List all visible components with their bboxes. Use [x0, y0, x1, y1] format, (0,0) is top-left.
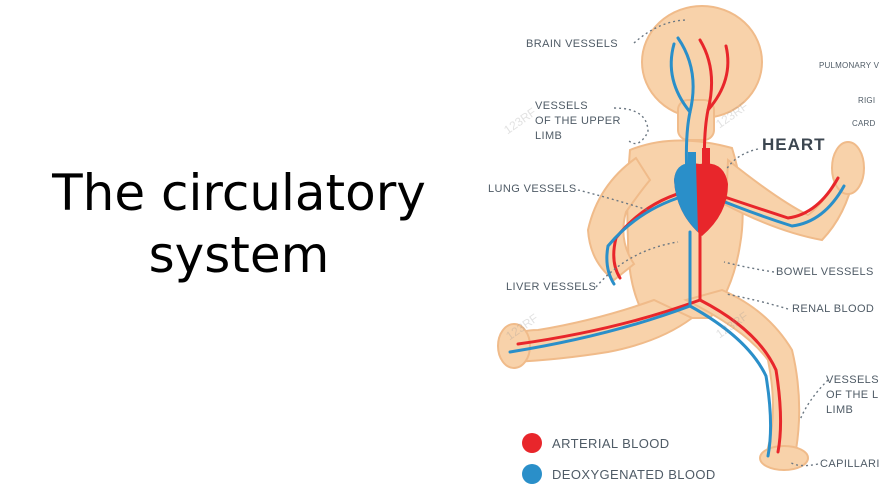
- label-capillaries: CAPILLARIE: [820, 458, 879, 470]
- title-line-1: The circulatory: [52, 164, 426, 222]
- label-pulmonary: PULMONARY V: [819, 61, 879, 70]
- label-lower-limb-line3: LIMB: [826, 404, 854, 416]
- label-upper-limb-line1: VESSELS: [535, 100, 588, 112]
- body-illustration: [497, 5, 865, 471]
- legend-arterial-label: ARTERIAL BLOOD: [552, 435, 670, 451]
- label-right: RIGI: [858, 96, 876, 105]
- label-lower-limb-line1: VESSELS: [826, 374, 879, 386]
- label-heart: HEART: [762, 135, 826, 154]
- leader-lines: [577, 19, 829, 467]
- title-line-2: system: [148, 226, 330, 284]
- circulatory-diagram: 123RF 123RF 123RF 123RF BRAIN VESSELS VE…: [478, 0, 879, 492]
- venous-vessels: [508, 36, 846, 458]
- body-silhouette: [497, 5, 865, 471]
- label-lung-vessels: LUNG VESSELS: [488, 183, 577, 195]
- arterial-blood-swatch: [522, 433, 542, 453]
- deoxygenated-blood-swatch: [522, 464, 542, 484]
- label-lower-limb-line2: OF THE L: [826, 389, 879, 401]
- label-upper-limb-line2: OF THE UPPER: [535, 115, 621, 127]
- label-liver-vessels: LIVER VESSELS: [506, 281, 597, 293]
- label-renal-blood: RENAL BLOOD: [792, 303, 875, 315]
- legend-arterial: ARTERIAL BLOOD: [522, 432, 670, 454]
- label-brain-vessels: BRAIN VESSELS: [526, 38, 619, 50]
- legend-deoxygenated-label: DEOXYGENATED BLOOD: [552, 466, 716, 482]
- label-cardiac: CARD: [852, 119, 876, 128]
- slide-title: The circulatory system: [0, 162, 478, 286]
- label-bowel-vessels: BOWEL VESSELS: [776, 266, 874, 278]
- heart-illustration: [674, 148, 728, 236]
- legend-deoxygenated: DEOXYGENATED BLOOD: [522, 463, 716, 485]
- label-upper-limb-line3: LIMB: [535, 130, 563, 142]
